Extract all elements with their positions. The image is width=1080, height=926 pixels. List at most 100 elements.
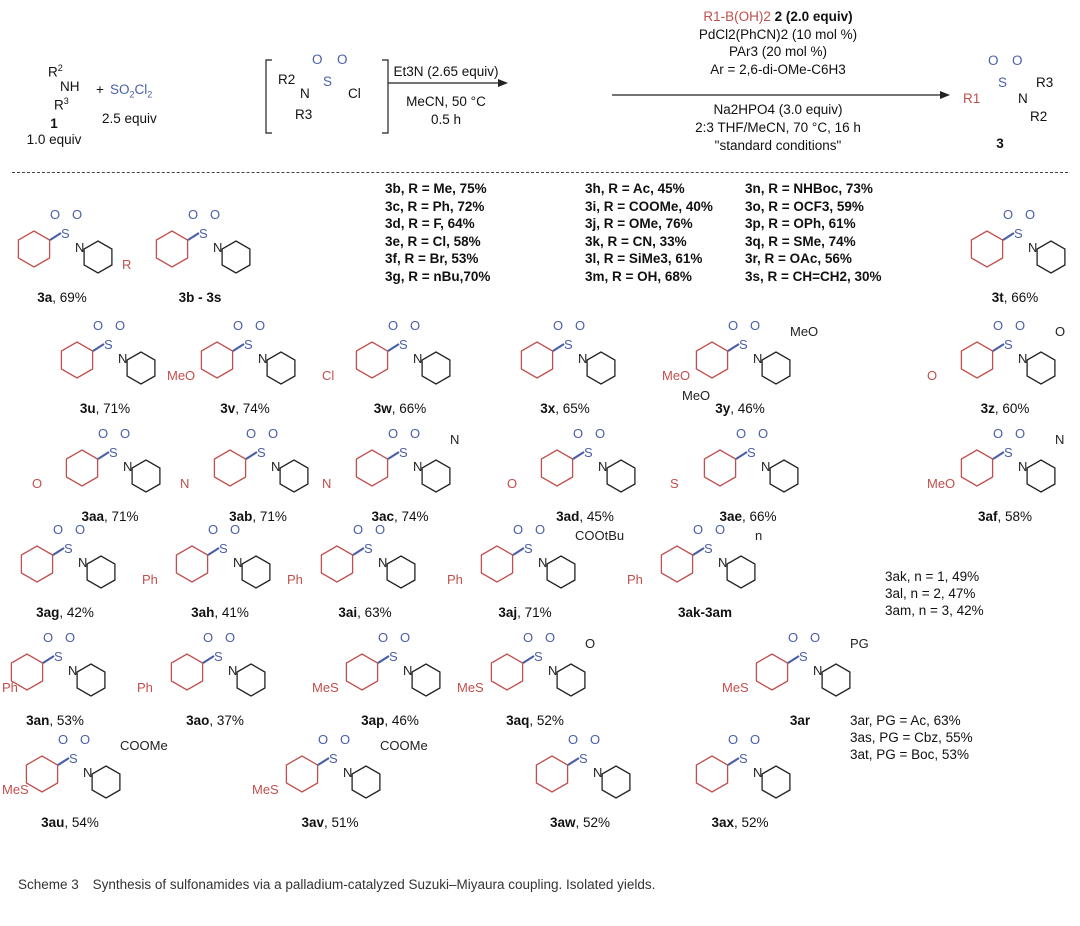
compound-label: 3aj, 71% bbox=[498, 605, 552, 620]
oxygen-atom: O bbox=[98, 426, 108, 441]
amine-ring bbox=[546, 555, 576, 589]
oxygen-atom: O bbox=[523, 630, 533, 645]
oxygen-atom: O bbox=[993, 426, 1003, 441]
oxygen-atom: O bbox=[246, 426, 256, 441]
sulfur-atom: S bbox=[199, 226, 208, 241]
amine-ring bbox=[86, 555, 116, 589]
aryl-ring bbox=[17, 230, 51, 268]
aryl-ring bbox=[695, 341, 729, 379]
substituent-label: Ph bbox=[447, 572, 463, 587]
aryl-ring bbox=[285, 755, 319, 793]
aryl-ring bbox=[695, 755, 729, 793]
compound-label: 3av, 51% bbox=[301, 815, 359, 830]
divider bbox=[12, 172, 1068, 173]
intermediate-n: N bbox=[300, 86, 310, 101]
aryl-ring bbox=[10, 653, 44, 691]
oxygen-atom: O bbox=[208, 522, 218, 537]
sulfur-atom: S bbox=[579, 751, 588, 766]
substituent-label: MeS bbox=[252, 782, 279, 797]
oxygen-atom: O bbox=[268, 426, 278, 441]
oxygen-atom: O bbox=[225, 630, 235, 645]
oxygen-atom: O bbox=[788, 630, 798, 645]
aryl-ring bbox=[25, 755, 59, 793]
c-s-bond bbox=[207, 547, 220, 556]
amine-r2: R2 bbox=[48, 63, 63, 80]
amine-nh: NH bbox=[60, 79, 80, 94]
boronic-acid: R1-B(OH)2 2 (2.0 equiv) bbox=[703, 9, 853, 24]
aryl-ring bbox=[20, 545, 54, 583]
substituent-label: N bbox=[322, 476, 331, 491]
amine-ring bbox=[91, 765, 121, 799]
sulfur-atom: S bbox=[1004, 445, 1013, 460]
r-table-entry: 3g, R = nBu,70% bbox=[385, 268, 491, 284]
step1-time: 0.5 h bbox=[430, 112, 462, 127]
product-n: N bbox=[1018, 91, 1028, 106]
sulfur-atom: S bbox=[739, 337, 748, 352]
oxygen-atom: O bbox=[693, 522, 703, 537]
oxygen-atom: O bbox=[43, 630, 53, 645]
amine-ring bbox=[421, 459, 451, 493]
solvent-conditions: 2:3 THF/MeCN, 70 °C, 16 h bbox=[695, 120, 861, 135]
nitrogen-atom: N bbox=[68, 663, 77, 678]
compound-label: 3u, 71% bbox=[79, 401, 131, 416]
nitrogen-atom: N bbox=[548, 663, 557, 678]
amine-ring bbox=[1026, 351, 1056, 385]
sulfur-atom: S bbox=[799, 649, 808, 664]
nitrogen-atom: N bbox=[538, 555, 547, 570]
step2-arrowhead bbox=[940, 91, 950, 99]
oxygen-atom: O bbox=[410, 426, 420, 441]
nitrogen-atom: N bbox=[403, 663, 412, 678]
aryl-ring bbox=[355, 341, 389, 379]
aryl-ring bbox=[970, 230, 1004, 268]
amine-ring bbox=[421, 351, 451, 385]
oxygen-atom: O bbox=[58, 732, 68, 747]
aryl-ring bbox=[660, 545, 694, 583]
compound-label: 3v, 74% bbox=[220, 401, 270, 416]
compound-label: 3ac, 74% bbox=[371, 509, 429, 524]
oxygen-atom: O bbox=[993, 318, 1003, 333]
nitrogen-atom: N bbox=[761, 459, 770, 474]
nitrogen-atom: N bbox=[413, 459, 422, 474]
c-s-bond bbox=[387, 343, 400, 352]
compound-label: 3b - 3s bbox=[178, 290, 222, 305]
sulfur-atom: S bbox=[69, 751, 78, 766]
oxygen-atom: O bbox=[378, 630, 388, 645]
bracket-right bbox=[382, 59, 389, 134]
compound-label: 3w, 66% bbox=[373, 401, 427, 416]
c-s-bond bbox=[522, 655, 535, 664]
step1-base: Et3N (2.65 equiv) bbox=[393, 64, 499, 79]
sulfur-atom: S bbox=[524, 541, 533, 556]
substituent-label: O bbox=[585, 636, 595, 651]
oxygen-atom: O bbox=[750, 318, 760, 333]
substituent-label: Ph bbox=[137, 680, 153, 695]
compound-1-label: 1 bbox=[50, 116, 58, 131]
amine-ring bbox=[606, 459, 636, 493]
compound-label: 3ah, 41% bbox=[191, 605, 249, 620]
c-s-bond bbox=[572, 451, 585, 460]
c-s-bond bbox=[692, 547, 705, 556]
oxygen-atom: O bbox=[120, 426, 130, 441]
c-s-bond bbox=[727, 343, 740, 352]
compound-label: 3y, 46% bbox=[715, 401, 765, 416]
amine-r3: R3 bbox=[54, 96, 69, 113]
aryl-ring bbox=[155, 230, 189, 268]
substituent-label: MeS bbox=[312, 680, 339, 695]
compound-label: 3ax, 52% bbox=[711, 815, 769, 830]
so2cl2-reagent: SO2Cl2 bbox=[110, 82, 153, 100]
substituent-label: PG bbox=[850, 636, 869, 651]
compound-label: 3ao, 37% bbox=[186, 713, 244, 728]
sulfur-atom: S bbox=[584, 445, 593, 460]
nitrogen-atom: N bbox=[1018, 459, 1027, 474]
nitrogen-atom: N bbox=[413, 351, 422, 366]
r-table-entry: 3r, R = OAc, 56% bbox=[745, 251, 852, 266]
caption: Scheme 3 Synthesis of sulfonamides via a… bbox=[18, 877, 655, 892]
amine-ring bbox=[726, 555, 756, 589]
nitrogen-atom: N bbox=[75, 240, 84, 255]
